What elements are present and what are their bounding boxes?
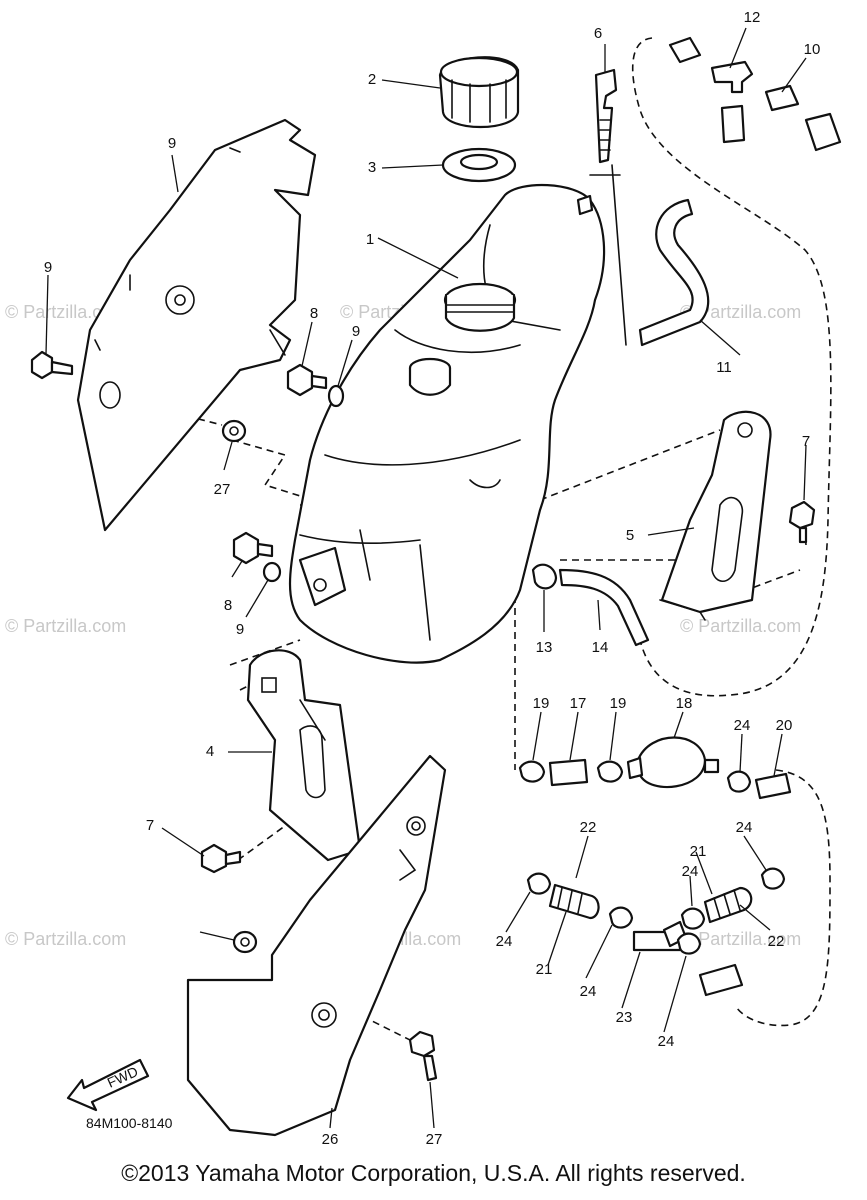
callout-16: 12 [744, 9, 761, 26]
bolt-8-lower [232, 531, 274, 565]
callout-18: 18 [676, 695, 693, 712]
copyright-notice: ©2013 Yamaha Motor Corporation, U.S.A. A… [121, 1160, 746, 1186]
callout-6: 6 [594, 25, 602, 42]
callout-12: 10 [804, 41, 821, 58]
fuel-filter-line [518, 736, 792, 800]
breather-hoses [638, 36, 842, 347]
washer-9-lower [262, 561, 282, 583]
watermark-text: © Partzilla.com [5, 302, 126, 322]
callout-15: 13 [536, 639, 553, 656]
bolt-26 [408, 1030, 438, 1082]
watermark-text: © Partzilla.com [680, 616, 801, 636]
callout-8: 8 [224, 597, 232, 614]
callout-13: 11 [716, 359, 732, 376]
band-6 [594, 68, 618, 164]
watermark-text: © Partzilla.com [5, 616, 126, 636]
callout-10: 9 [168, 135, 176, 152]
callout-8: 8 [310, 305, 318, 322]
watermark-text: © Partzilla.com [680, 929, 801, 949]
washer-27-upper [221, 419, 247, 443]
callout-25: 26 [322, 1131, 339, 1148]
callout-22: 22 [768, 933, 785, 950]
fwd-arrow: FWD [66, 1058, 150, 1112]
washer-27-lower [232, 930, 258, 954]
callout-numbers: 2 3 1 6 12 10 11 9 9 8 9 27 7 5 8 9 13 1… [44, 9, 821, 1148]
callout-14: 14 [592, 639, 609, 656]
callout-24: 24 [734, 717, 751, 734]
clamp-15 [531, 563, 558, 590]
callout-24: 24 [496, 933, 513, 950]
callout-7: 7 [146, 817, 154, 834]
callout-9: 9 [352, 323, 360, 340]
bolt-7-left [200, 843, 242, 874]
callout-19: 19 [533, 695, 550, 712]
callout-23: 23 [616, 1009, 633, 1026]
callout-21: 21 [536, 961, 553, 978]
callout-9: 9 [236, 621, 244, 638]
callout-24: 24 [682, 863, 699, 880]
side-cover-left [76, 118, 317, 532]
callout-20: 20 [776, 717, 793, 734]
bolt-11 [30, 350, 74, 380]
fuel-tank [288, 183, 606, 664]
callout-17: 17 [570, 695, 587, 712]
bracket-4 [246, 649, 362, 862]
callout-19: 19 [610, 695, 627, 712]
cap-gasket [441, 147, 517, 183]
leader-lines [45, 27, 807, 1129]
callout-3: 3 [368, 159, 376, 176]
callout-21: 21 [690, 843, 707, 860]
callout-4: 4 [206, 743, 214, 760]
watermark-text: © Partzilla.com [680, 302, 801, 322]
lower-hoses [526, 867, 786, 997]
callout-2: 2 [368, 71, 376, 88]
bolt-8-upper [286, 363, 328, 397]
hose-14 [558, 568, 650, 647]
bracket-5 [659, 410, 772, 621]
callout-7: 7 [802, 433, 810, 450]
callout-26: 27 [426, 1131, 443, 1148]
washer-9-upper [327, 384, 345, 408]
callout-1: 1 [366, 231, 374, 248]
callout-11: 9 [44, 259, 52, 276]
callout-27: 27 [214, 481, 231, 498]
diagram-code: 84M100-8140 [86, 1115, 173, 1131]
callout-22: 22 [580, 819, 597, 836]
callout-5: 5 [626, 527, 634, 544]
watermark-text: © Partzilla.com [5, 929, 126, 949]
side-cover-lower [186, 754, 447, 1137]
bolt-7-right [788, 500, 816, 544]
callout-24: 24 [658, 1033, 675, 1050]
callout-24: 24 [736, 819, 753, 836]
callout-24: 24 [580, 983, 597, 1000]
fuel-cap [438, 56, 520, 128]
